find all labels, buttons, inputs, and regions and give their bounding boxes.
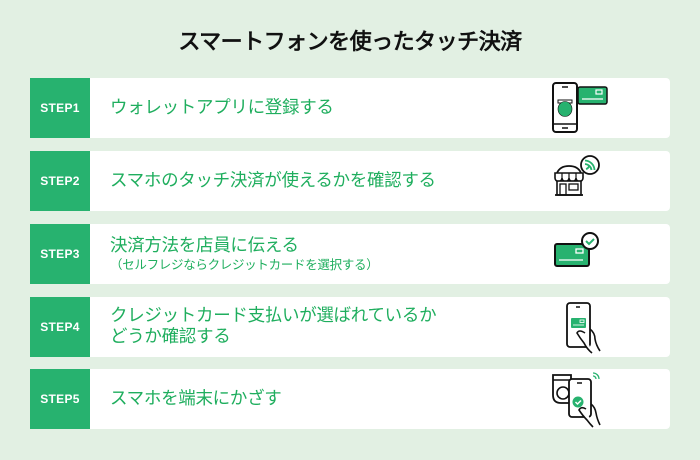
- hand-phone-card-icon: [545, 297, 615, 357]
- step-text: ウォレットアプリに登録する: [110, 78, 530, 138]
- step-card-3: STEP3 決済方法を店員に伝える （セルフレジならクレジットカードを選択する）: [30, 224, 670, 284]
- step-description: 決済方法を店員に伝える: [110, 236, 299, 256]
- step-description-line-2: どうか確認する: [110, 327, 231, 347]
- step-description-line-1: クレジットカード支払いが選ばれているか: [110, 306, 437, 326]
- phone-wallet-card-icon: [545, 78, 615, 138]
- step-label: STEP4: [30, 297, 90, 357]
- step-text: スマホを端末にかざす: [110, 369, 530, 429]
- step-label: STEP3: [30, 224, 90, 284]
- step-note: （セルフレジならクレジットカードを選択する）: [110, 257, 379, 272]
- step-description: スマホを端末にかざす: [110, 388, 282, 409]
- step-text: 決済方法を店員に伝える （セルフレジならクレジットカードを選択する）: [110, 224, 530, 284]
- step-label: STEP2: [30, 151, 90, 211]
- step-card-4: STEP4 クレジットカード支払いが選ばれているか どうか確認する: [30, 297, 670, 357]
- step-card-5: STEP5 スマホを端末にかざす: [30, 369, 670, 429]
- store-contactless-icon: [545, 151, 615, 211]
- step-description: ウォレットアプリに登録する: [110, 97, 334, 118]
- phone-tap-terminal-icon: [545, 369, 615, 429]
- step-description: スマホのタッチ決済が使えるかを確認する: [110, 170, 436, 191]
- step-label: STEP5: [30, 369, 90, 429]
- step-text: クレジットカード支払いが選ばれているか どうか確認する: [110, 297, 530, 357]
- step-card-1: STEP1 ウォレットアプリに登録する: [30, 78, 670, 138]
- card-check-icon: [545, 224, 615, 284]
- step-label: STEP1: [30, 78, 90, 138]
- step-card-2: STEP2 スマホのタッチ決済が使えるかを確認する: [30, 151, 670, 211]
- step-text: スマホのタッチ決済が使えるかを確認する: [110, 151, 530, 211]
- page-title: スマートフォンを使ったタッチ決済: [178, 30, 522, 55]
